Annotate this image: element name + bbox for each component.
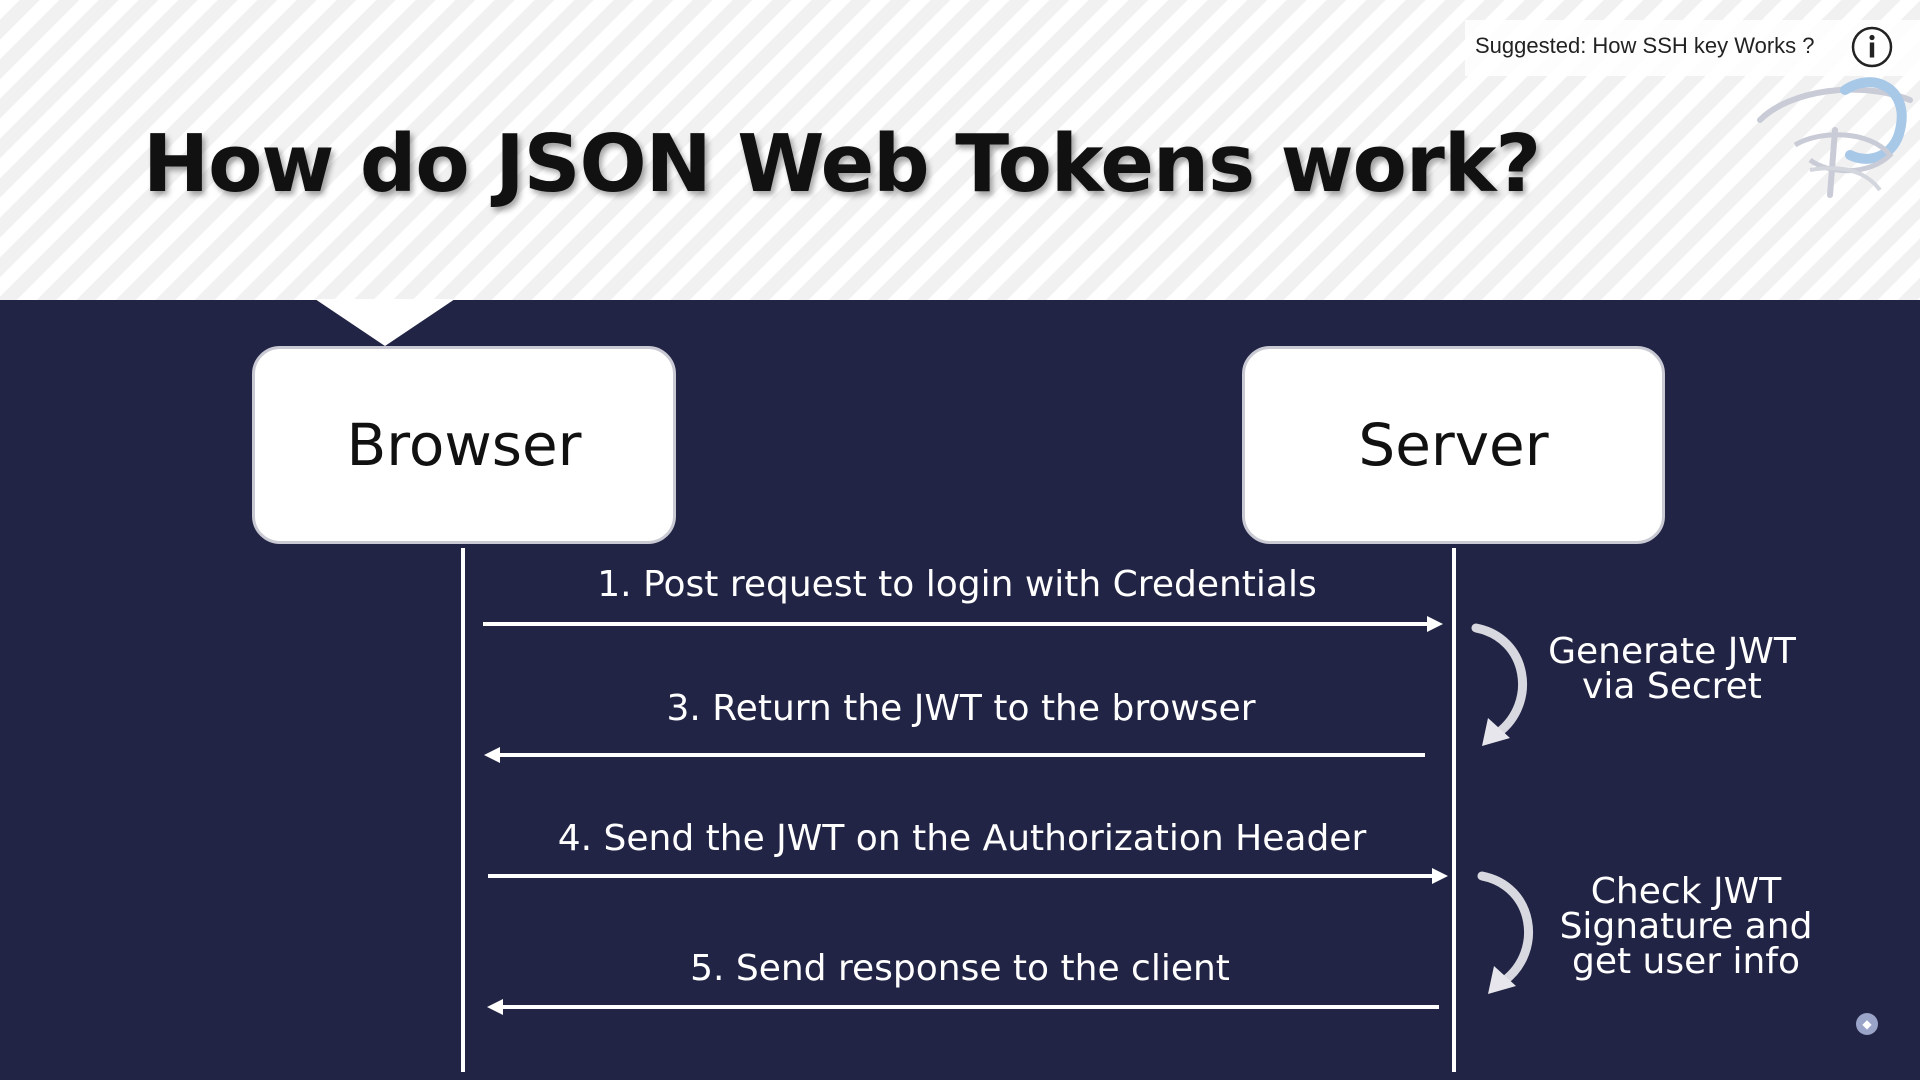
check-jwt-curved-arrow-icon bbox=[1477, 871, 1533, 994]
browser-actor-box: Browser bbox=[252, 346, 676, 544]
browser-lifeline bbox=[461, 548, 465, 1072]
server-label: Server bbox=[1358, 411, 1549, 479]
server-lifeline bbox=[1452, 548, 1456, 1072]
note-line: via Secret bbox=[1582, 666, 1762, 707]
check-jwt-note: Check JWT Signature and get user info bbox=[1559, 871, 1813, 982]
note-line: Generate JWT bbox=[1548, 631, 1796, 672]
note-line: Check JWT bbox=[1590, 871, 1782, 912]
info-icon[interactable] bbox=[1850, 25, 1894, 69]
message-1-label: 1. Post request to login with Credential… bbox=[597, 564, 1317, 605]
browser-label: Browser bbox=[346, 411, 582, 479]
slide-title: How do JSON Web Tokens work? bbox=[143, 118, 1541, 210]
note-line: get user info bbox=[1571, 941, 1801, 982]
note-line: Signature and bbox=[1559, 906, 1813, 947]
decorative-logo bbox=[1757, 77, 1913, 198]
generate-jwt-note: Generate JWT via Secret bbox=[1548, 631, 1796, 707]
server-actor-box: Server bbox=[1242, 346, 1665, 544]
channel-watermark-icon[interactable]: ◆ bbox=[1856, 1013, 1878, 1035]
generate-jwt-curved-arrow-icon bbox=[1471, 623, 1527, 746]
suggested-label[interactable]: Suggested: How SSH key Works ? bbox=[1475, 33, 1815, 58]
header-pointer-notch bbox=[315, 299, 455, 346]
message-3-label: 3. Return the JWT to the browser bbox=[666, 688, 1256, 729]
message-5-label: 5. Send response to the client bbox=[690, 948, 1230, 989]
suggested-video-card[interactable]: Suggested: How SSH key Works ? bbox=[1465, 20, 1920, 76]
message-4-label: 4. Send the JWT on the Authorization Hea… bbox=[557, 818, 1367, 859]
